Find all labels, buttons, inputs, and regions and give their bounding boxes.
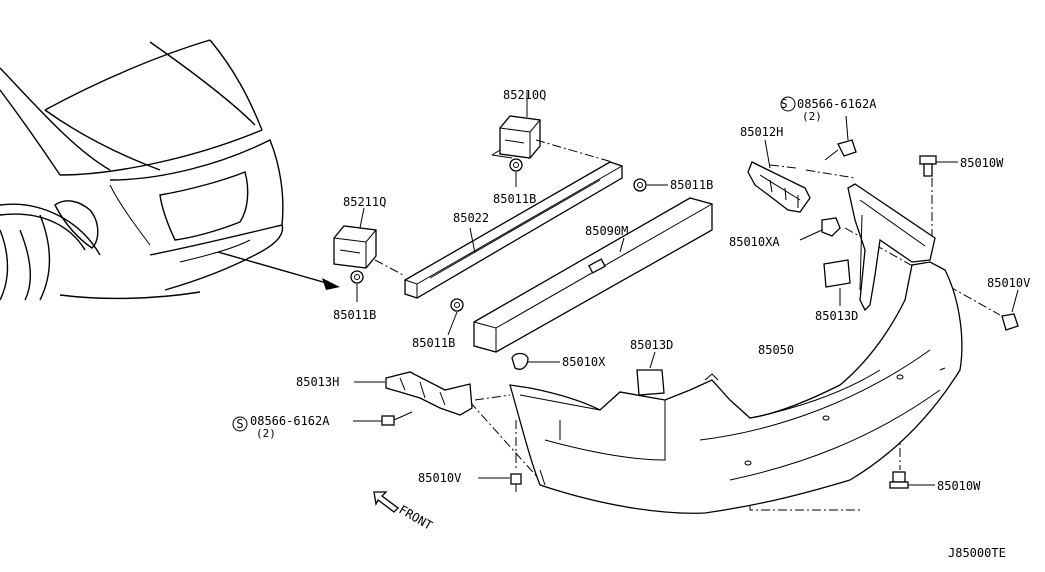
label-85011B-top: 85011B: [493, 192, 536, 206]
absorber-85090M: [473, 197, 713, 353]
screw-08566-left: [232, 411, 413, 432]
bolt-85010W-bottom: [889, 471, 935, 489]
diagram-code: J85000TE: [948, 546, 1006, 560]
bumper-fascia-85050: [509, 261, 963, 514]
label-85011B-left: 85011B: [333, 308, 376, 322]
screw-symbol-left: S: [236, 417, 243, 431]
label-85050: 85050: [758, 343, 794, 357]
label-85010XA: 85010XA: [729, 235, 780, 249]
pad-85013D-center: [636, 351, 665, 396]
bracket-85211Q: [333, 207, 377, 269]
retainer-side: [847, 183, 936, 312]
car-body-illustration: [0, 39, 340, 301]
pad-85013D-right: [823, 259, 851, 306]
label-85010V-right: 85010V: [987, 276, 1030, 290]
bracket-85013H: [354, 371, 473, 416]
label-85012H: 85012H: [740, 125, 783, 139]
label-85013D-center: 85013D: [630, 338, 673, 352]
label-08566-qty-top: (2): [802, 110, 822, 123]
clip-85010XA: [799, 217, 841, 241]
front-direction-arrow: [373, 491, 399, 513]
screw-symbol-top: S: [780, 97, 787, 111]
nut-85011B-top: [509, 158, 523, 187]
label-85010W-bottom: 85010W: [937, 479, 981, 493]
front-label: FRONT: [397, 502, 435, 532]
bracket-85210Q: [491, 92, 541, 159]
bracket-85012H: [747, 139, 811, 213]
label-85013H: 85013H: [296, 375, 339, 389]
nut-85011B-left: [350, 270, 364, 302]
label-08566-6162A-left: 08566-6162A: [250, 414, 330, 428]
screw-85010V-bottom: [478, 473, 522, 492]
label-85210Q: 85210Q: [503, 88, 546, 102]
nut-85011B-right: [633, 178, 668, 192]
label-08566-qty-left: (2): [256, 427, 276, 440]
label-85010X: 85010X: [562, 355, 606, 369]
label-85011B-right: 85011B: [670, 178, 713, 192]
label-85022: 85022: [453, 211, 489, 225]
nut-85011B-center: [447, 298, 464, 336]
label-85010W-top: 85010W: [960, 156, 1004, 170]
screw-08566-top: [780, 96, 857, 161]
reinforcement-85022: [404, 161, 623, 299]
clip-85010X: [511, 352, 560, 370]
label-85211Q: 85211Q: [343, 195, 386, 209]
label-85011B-center: 85011B: [412, 336, 455, 350]
label-85013D-right: 85013D: [815, 309, 858, 323]
screw-85010V-right: [1001, 289, 1019, 331]
label-08566-6162A-top: 08566-6162A: [797, 97, 877, 111]
bolt-85010W-top: [919, 155, 958, 177]
label-85010V-bottom: 85010V: [418, 471, 461, 485]
label-85090M: 85090M: [585, 224, 628, 238]
